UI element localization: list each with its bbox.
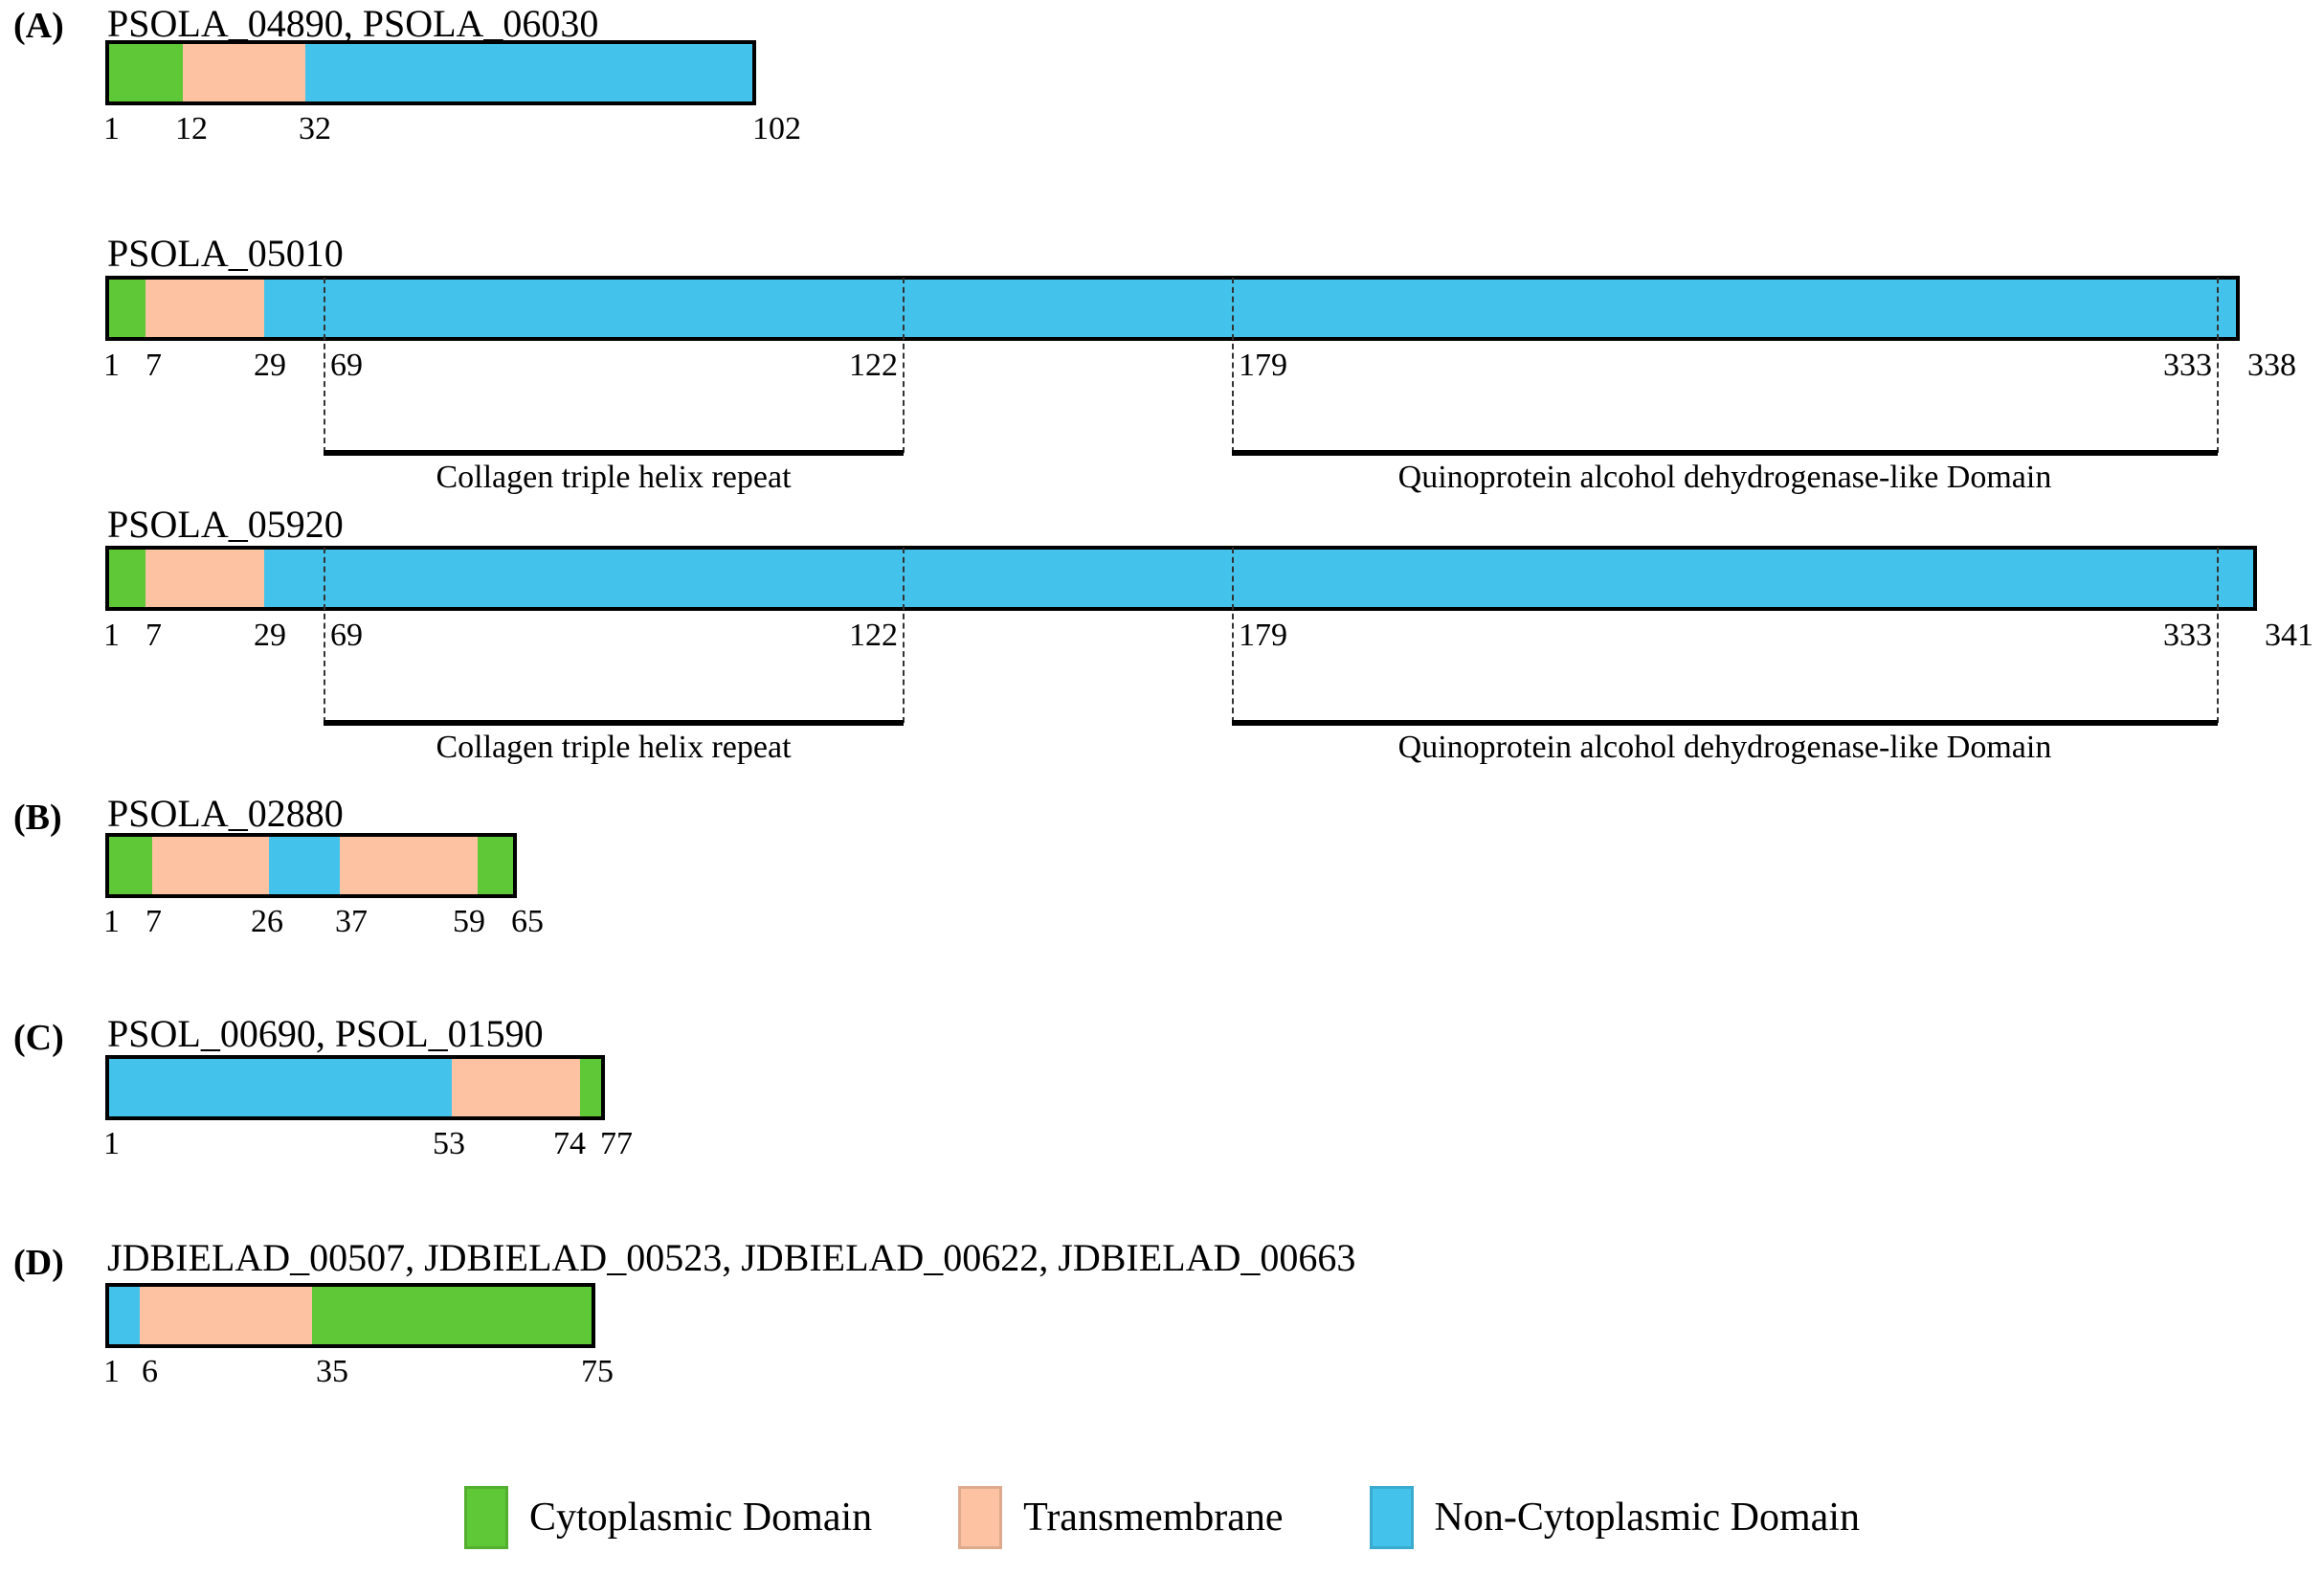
domain-rule-collagen [324,450,904,456]
tick-label: 1 [103,1126,120,1161]
tick-label: 32 [299,111,331,146]
domain-guide-122 [903,278,905,453]
tick-label: 29 [254,618,286,653]
segment-cytoplasmic [109,280,145,337]
tick-label: 35 [316,1354,348,1389]
tick-label: 341 [2265,618,2313,653]
domain-rule-collagen [324,720,904,726]
domain-caption-quinoprotein: Quinoprotein alcohol dehydrogenase-like … [1397,730,2052,765]
legend-item-non-cytoplasmic: Non-Cytoplasmic Domain [1369,1486,1860,1549]
segment-transmembrane [152,837,269,894]
tick-label: 69 [330,618,363,653]
segment-non-cytoplasmic [269,837,340,894]
panel-tag-c: (C) [13,1018,64,1058]
legend-label-transmembrane: Transmembrane [1023,1496,1284,1540]
domain-guide-333 [2217,548,2219,723]
legend-swatch-non-cytoplasmic [1369,1486,1414,1549]
segment-transmembrane [145,280,264,337]
panel-tag-b: (B) [13,798,62,838]
tick-label: 69 [330,348,363,383]
domain-rule-quinoprotein [1232,720,2218,726]
protein-title-psola-02880: PSOLA_02880 [107,792,344,835]
tick-label: 1 [103,618,120,653]
segment-transmembrane [452,1059,580,1116]
segment-cytoplasmic [109,837,152,894]
segment-cytoplasmic [109,44,183,101]
tick-label: 1 [103,348,120,383]
legend-item-transmembrane: Transmembrane [958,1486,1284,1549]
tick-label: 29 [254,348,286,383]
panel-tag-a: (A) [13,6,64,46]
protein-bar-jdbielad [105,1283,595,1348]
segment-cytoplasmic [312,1287,592,1344]
segment-transmembrane [183,44,305,101]
tick-label: 6 [142,1354,158,1389]
domain-caption-collagen: Collagen triple helix repeat [436,460,792,495]
tick-label: 122 [849,348,898,383]
segment-non-cytoplasmic [109,1059,452,1116]
tick-label: 179 [1239,348,1287,383]
protein-bar-psola-05010 [105,276,2240,341]
segment-non-cytoplasmic [264,280,2236,337]
tick-label: 26 [251,904,283,939]
tick-label: 102 [752,111,801,146]
domain-guide-179 [1232,548,1234,723]
tick-label: 338 [2247,348,2296,383]
segment-transmembrane [140,1287,312,1344]
tick-label: 7 [145,904,162,939]
tick-label: 65 [511,904,544,939]
domain-guide-69 [324,548,325,723]
legend-item-cytoplasmic: Cytoplasmic Domain [464,1486,872,1549]
segment-cytoplasmic [580,1059,601,1116]
domain-caption-quinoprotein: Quinoprotein alcohol dehydrogenase-like … [1397,460,2052,495]
segment-transmembrane [145,550,264,607]
tick-label: 7 [145,348,162,383]
tick-label: 37 [335,904,368,939]
tick-label: 59 [453,904,485,939]
legend: Cytoplasmic Domain Transmembrane Non-Cyt… [0,1474,2324,1561]
tick-label: 53 [433,1126,465,1161]
domain-guide-122 [903,548,905,723]
tick-label: 1 [103,904,120,939]
legend-label-cytoplasmic: Cytoplasmic Domain [529,1496,873,1540]
protein-bar-psol-00690 [105,1055,605,1120]
segment-transmembrane [340,837,478,894]
legend-swatch-cytoplasmic [464,1486,508,1549]
tick-label: 77 [600,1126,633,1161]
segment-non-cytoplasmic [264,550,2253,607]
protein-bar-psola-04890 [105,40,756,105]
tick-label: 179 [1239,618,1287,653]
domain-caption-collagen: Collagen triple helix repeat [436,730,792,765]
segment-cytoplasmic [478,837,513,894]
tick-label: 333 [2163,618,2212,653]
segment-non-cytoplasmic [109,1287,140,1344]
protein-title-psola-04890: PSOLA_04890, PSOLA_06030 [107,2,599,45]
segment-non-cytoplasmic [305,44,752,101]
domain-guide-179 [1232,278,1234,453]
tick-label: 12 [175,111,208,146]
domain-guide-69 [324,278,325,453]
protein-title-psola-05010: PSOLA_05010 [107,232,344,275]
tick-label: 75 [581,1354,614,1389]
tick-label: 333 [2163,348,2212,383]
panel-tag-d: (D) [13,1243,64,1283]
protein-title-psol-00690: PSOL_00690, PSOL_01590 [107,1012,544,1055]
legend-label-non-cytoplasmic: Non-Cytoplasmic Domain [1434,1496,1860,1540]
protein-bar-psola-05920 [105,546,2257,611]
protein-bar-psola-02880 [105,833,517,898]
protein-title-psola-05920: PSOLA_05920 [107,503,344,546]
tick-label: 122 [849,618,898,653]
domain-rule-quinoprotein [1232,450,2218,456]
tick-label: 1 [103,111,120,146]
domain-guide-333 [2217,278,2219,453]
tick-label: 1 [103,1354,120,1389]
tick-label: 74 [553,1126,586,1161]
tick-label: 7 [145,618,162,653]
segment-cytoplasmic [109,550,145,607]
protein-title-jdbielad: JDBIELAD_00507, JDBIELAD_00523, JDBIELAD… [107,1236,1356,1279]
legend-swatch-transmembrane [958,1486,1003,1549]
